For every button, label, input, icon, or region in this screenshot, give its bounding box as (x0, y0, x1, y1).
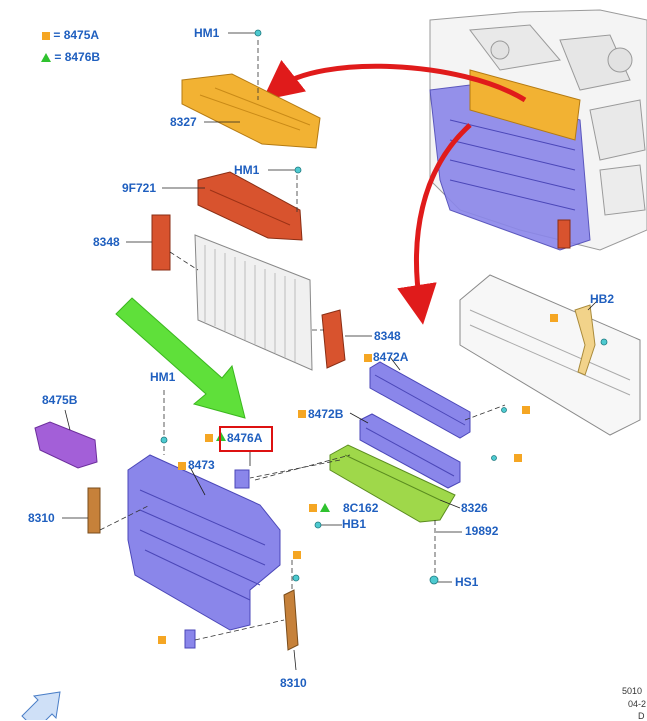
navigation-arrow-icon[interactable] (21, 691, 61, 720)
legend-triangle: = 8476B (41, 50, 100, 64)
label-hb1: HB1 (342, 517, 367, 531)
square-marker-icon (42, 31, 50, 40)
radiator (194, 234, 313, 371)
red-arrow-down (397, 123, 472, 325)
label-hb2: HB2 (590, 292, 615, 306)
part-9f721 (197, 171, 303, 241)
label-8348-right: 8348 (374, 329, 401, 343)
label-8348-left: 8348 (93, 235, 120, 249)
part-8310-left (87, 487, 101, 534)
label-8472a: 8472A (373, 350, 409, 364)
red-arrow-top (262, 59, 527, 103)
legend-square-label: 8475A (63, 28, 100, 42)
triangle-marker-icon (41, 53, 51, 63)
label-8c162: 8C162 (343, 501, 379, 515)
footer-line-1: 5010 (622, 686, 643, 696)
label-hm1-mid: HM1 (234, 163, 260, 177)
label-8327: 8327 (170, 115, 197, 129)
label-8310-left: 8310 (28, 511, 55, 525)
part-small-clip (184, 629, 196, 649)
legend-square: = 8475A (42, 28, 99, 42)
part-8310-bottom (283, 589, 299, 651)
part-8475b (34, 421, 98, 469)
label-8310-bottom: 8310 (280, 676, 307, 690)
marker-triangles (216, 432, 330, 512)
label-9f721: 9F721 (122, 181, 157, 195)
label-8326: 8326 (461, 501, 488, 515)
part-8348-right (321, 309, 346, 369)
label-8473: 8473 (188, 458, 215, 472)
part-8327 (181, 73, 321, 149)
highlight-box-8476a (219, 426, 273, 452)
legend-triangle-label: 8476B (64, 50, 101, 64)
engine-bay-shutter (429, 69, 591, 251)
part-8472b (359, 413, 461, 489)
label-leaders (62, 32, 599, 671)
label-hm1-low: HM1 (150, 370, 176, 384)
part-8472a (369, 361, 471, 439)
label-8472b: 8472B (308, 407, 344, 421)
footer-line-3: D (638, 711, 645, 721)
marker-squares (158, 314, 558, 644)
bumper-beam (459, 274, 641, 436)
part-8473 (127, 454, 281, 631)
part-8348-left (151, 214, 171, 271)
label-19892: 19892 (465, 524, 499, 538)
fastener-clips (160, 29, 608, 585)
footer-line-2: 04-2 (628, 699, 647, 709)
leader-lines (99, 40, 506, 641)
label-8475b: 8475B (42, 393, 78, 407)
part-8326 (329, 444, 456, 523)
label-hs1: HS1 (455, 575, 479, 589)
green-arrow (115, 297, 246, 419)
label-8476a: 8476A (227, 431, 263, 445)
label-hm1-top: HM1 (194, 26, 220, 40)
